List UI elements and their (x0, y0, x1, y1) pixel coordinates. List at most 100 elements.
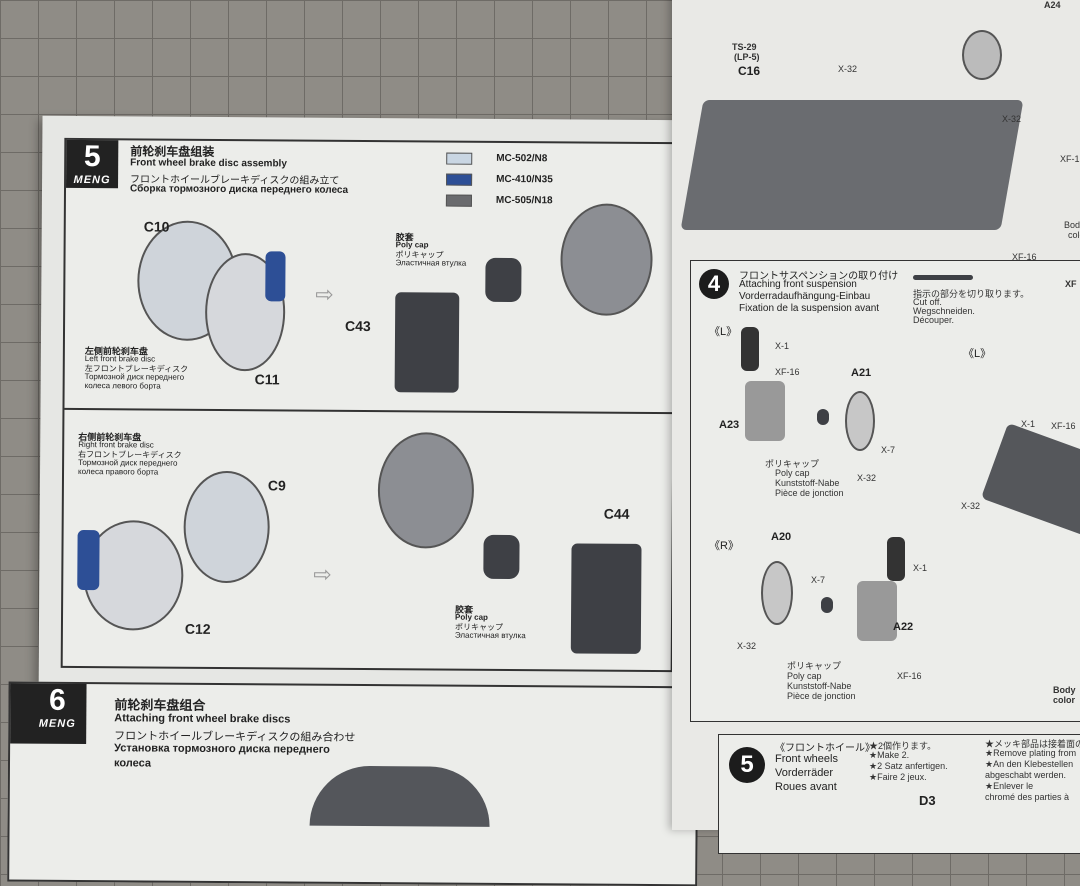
title-fr: Fixation de la suspension avant (739, 303, 880, 314)
cut-ja: 指示の部分を切り取ります。 (913, 289, 1030, 299)
paint-label: X-32 (961, 501, 981, 511)
step-6-panel: 6 MENG 前轮刹车盘组合 Attaching front wheel bra… (7, 681, 699, 886)
part-label: C43 (345, 317, 371, 335)
paint-label: X-7 (881, 445, 896, 455)
title-ja: 《フロントホイール》 (775, 743, 875, 754)
step-number: 6 (48, 683, 66, 717)
note: chromé des parties à (985, 792, 1070, 802)
paint-code: MC-505/N18 (495, 194, 553, 207)
paint-label: X-1 (1021, 419, 1036, 429)
title-de: Vorderräder (775, 767, 834, 779)
paint-label: Body (1064, 220, 1080, 230)
part-label: A24 (1044, 0, 1061, 10)
note: ★2個作ります。 (869, 741, 937, 751)
paint-code: MC-410/N35 (496, 173, 553, 186)
part-label: A22 (893, 621, 914, 633)
title-fr: Roues avant (775, 781, 837, 793)
step-5-badge: 5 MENG (66, 139, 119, 189)
paint-label: X-1 (775, 341, 790, 351)
part-label: D3 (919, 793, 936, 808)
title-ru: Сборка тормозного диска переднего колеса (129, 183, 349, 196)
right-disc-ru2: колеса правого борта (78, 466, 159, 477)
upright-a23 (745, 381, 785, 441)
shock-absorber (887, 537, 905, 581)
note: ★メッキ部品は接着面の (985, 739, 1080, 749)
paint-label: XF (1065, 279, 1077, 289)
title-en: Front wheel brake disc assembly (130, 157, 287, 170)
polycap-ja: ポリキャップ (765, 459, 820, 469)
poly-cap (485, 257, 522, 303)
poly-cap (821, 597, 833, 613)
left-side-label: 《L》 (709, 326, 738, 338)
paint-label: X-7 (811, 575, 826, 585)
step-number: 5 (729, 747, 765, 783)
paint-label: XF-16 (1012, 252, 1037, 262)
polycap-en: Poly cap (454, 612, 488, 622)
divider (64, 407, 675, 415)
polycap-fr: Pièce de jonction (787, 691, 856, 701)
title-en: Front wheels (775, 753, 838, 765)
paint-label: Body (1053, 685, 1076, 695)
arrow-icon: ⇨ (313, 561, 332, 587)
note: ★2 Satz anfertigen. (869, 761, 948, 771)
upright-a22 (857, 581, 897, 641)
brand-logo: MENG (38, 717, 76, 730)
title-en: Attaching front suspension (739, 279, 857, 290)
body-part (309, 765, 490, 827)
polycap-ja: ポリキャップ (787, 661, 842, 671)
arrow-icon: ⇨ (315, 281, 334, 307)
paint-label: X-32 (857, 473, 877, 483)
paint-swatch (446, 173, 473, 186)
title-de: Vorderradaufhängung-Einbau (739, 291, 871, 302)
paint-label: X-32 (737, 641, 757, 651)
note: ★Make 2. (869, 750, 910, 760)
brand-logo: MENG (73, 173, 111, 187)
part-label: C16 (738, 64, 761, 78)
title-zh: 前轮刹车盘组合 (114, 697, 206, 713)
left-manual-page: 5 MENG 前轮刹车盘组装 Front wheel brake disc as… (7, 115, 699, 886)
title-ru1: Установка тормозного диска переднего (114, 742, 330, 756)
left-disc-ru2: колеса левого борта (84, 381, 161, 391)
part-label: C11 (254, 371, 280, 388)
chassis-floor (680, 100, 1024, 230)
brake-disc (962, 30, 1002, 80)
polycap-ru: Эластичная втулка (395, 258, 467, 268)
cut-fr: Découper. (913, 315, 955, 325)
left-side-label: 《L》 (963, 348, 992, 360)
paint-swatch (446, 152, 473, 165)
step-number: 4 (699, 269, 729, 299)
cut-part (913, 275, 973, 280)
title-ru2: колеса (113, 757, 152, 770)
polycap-fr: Pièce de jonction (775, 488, 844, 498)
cut-de: Wegschneiden. (913, 306, 975, 316)
knuckle-c43 (394, 292, 460, 393)
step-number: 5 (83, 140, 101, 174)
note: abgeschabt werden. (985, 770, 1067, 780)
hub-a20 (761, 561, 793, 625)
paint-label: colo (1068, 230, 1080, 240)
paint-label: X-32 (838, 64, 858, 74)
note: ★Enlever le (985, 781, 1034, 791)
brake-disc-assembly (377, 432, 475, 549)
left-disc-en: Left front brake disc (84, 354, 156, 364)
polycap-en: Poly cap (787, 671, 822, 681)
cut-en: Cut off. (913, 297, 942, 307)
paint-swatch (445, 194, 472, 207)
right-manual-page: TS-29 (LP-5) C16 X-32 A24 X-32 XF-1 XF-1… (672, 0, 1080, 854)
knuckle-c44 (570, 543, 642, 654)
step-6-badge: 6 MENG (10, 683, 87, 745)
paint-label: TS-29 (732, 42, 757, 52)
paint-label: XF-1 (1060, 154, 1080, 164)
part-label: A20 (771, 531, 792, 543)
paint-code: MC-502/N8 (496, 152, 548, 165)
poly-cap (817, 409, 829, 425)
brake-disc-c9 (183, 470, 271, 584)
part-label: C10 (143, 218, 170, 235)
part-label: C44 (603, 505, 630, 522)
polycap-de: Kunststoff-Nabe (787, 681, 852, 691)
step-5-panel: 5 MENG 前轮刹车盘组装 Front wheel brake disc as… (60, 137, 677, 673)
paint-label: X-32 (1002, 114, 1022, 124)
paint-label: XF-16 (1051, 421, 1076, 431)
hub-a21 (845, 391, 875, 451)
step-4-panel: 4 フロントサスペンションの取り付け Attaching front suspe… (690, 260, 1080, 722)
